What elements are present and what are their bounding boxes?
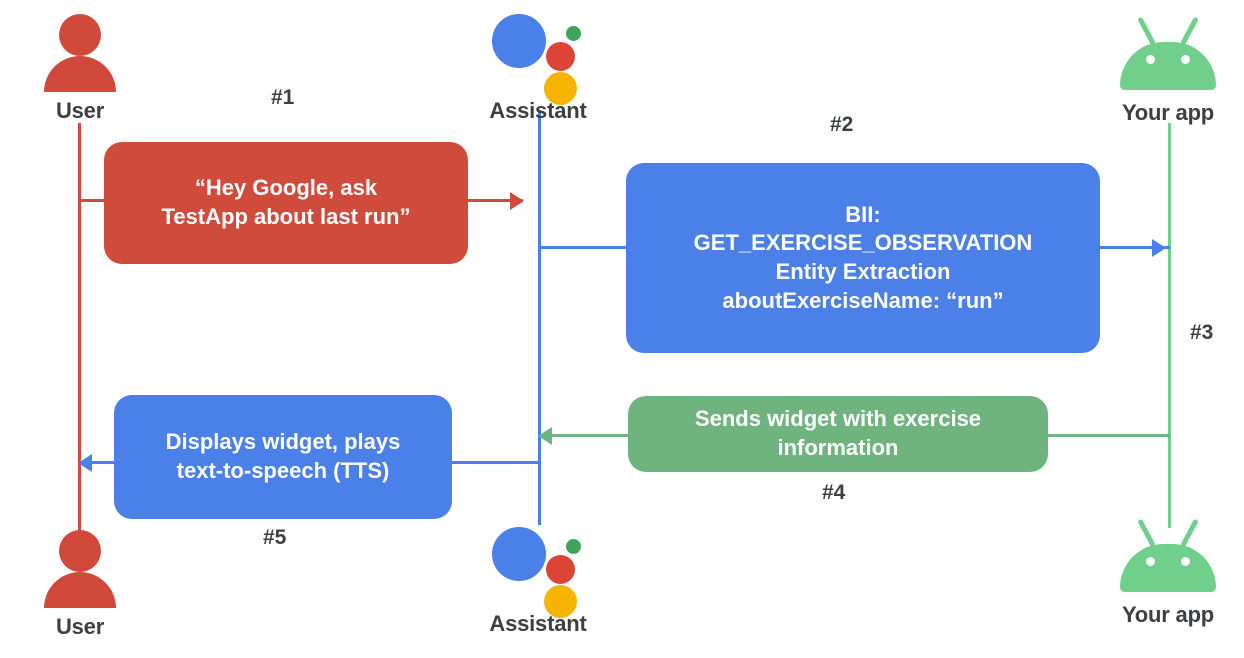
user-icon bbox=[44, 530, 116, 612]
message-line: information bbox=[777, 435, 899, 460]
android-icon bbox=[1116, 516, 1220, 600]
actor-label-user-bottom: User bbox=[55, 614, 105, 639]
arrowhead-app-to-assistant bbox=[538, 427, 552, 445]
assistant-icon bbox=[488, 523, 588, 618]
arrowhead-user-to-assistant bbox=[510, 192, 524, 210]
message-box-display-widget[interactable]: Displays widget, plays text-to-speech (T… bbox=[114, 395, 452, 519]
actor-label-user-top: User bbox=[55, 98, 105, 123]
actor-your-app-top: Your app bbox=[1088, 14, 1244, 126]
message-box-utterance[interactable]: “Hey Google, ask TestApp about last run” bbox=[104, 142, 468, 264]
message-line: aboutExerciseName: “run” bbox=[722, 287, 1004, 313]
actor-user-top: User bbox=[0, 14, 160, 124]
step-label-5: #5 bbox=[263, 526, 287, 549]
android-icon bbox=[1116, 14, 1220, 98]
message-line: text-to-speech (TTS) bbox=[176, 458, 390, 483]
user-icon bbox=[44, 14, 116, 96]
actor-label-assistant-bottom: Assistant bbox=[489, 611, 587, 636]
message-line: Sends widget with exercise bbox=[694, 406, 982, 432]
lifeline-your-app bbox=[1168, 123, 1171, 528]
message-line: “Hey Google, ask bbox=[194, 175, 378, 201]
assistant-icon bbox=[488, 10, 588, 105]
actor-label-assistant-top: Assistant bbox=[489, 98, 587, 123]
message-line: Entity Extraction bbox=[775, 259, 951, 284]
step-label-4: #4 bbox=[822, 481, 846, 504]
step-label-2: #2 bbox=[830, 113, 854, 136]
step-label-3: #3 bbox=[1190, 321, 1214, 344]
actor-user-bottom: User bbox=[0, 530, 160, 640]
message-line: Displays widget, plays bbox=[165, 429, 401, 455]
actor-label-your-app-top: Your app bbox=[1121, 100, 1215, 125]
actor-assistant-top: Assistant bbox=[458, 10, 618, 124]
message-line: GET_EXERCISE_OBSERVATION bbox=[693, 230, 1033, 256]
message-box-bii[interactable]: BII: GET_EXERCISE_OBSERVATION Entity Ext… bbox=[626, 163, 1100, 353]
message-line: BII: bbox=[845, 201, 881, 227]
arrowhead-assistant-to-app bbox=[1152, 239, 1166, 257]
arrowhead-assistant-to-user bbox=[78, 454, 92, 472]
message-box-widget-response[interactable]: Sends widget with exercise information bbox=[628, 396, 1048, 472]
actor-assistant-bottom: Assistant bbox=[458, 523, 618, 637]
step-label-1: #1 bbox=[271, 86, 295, 109]
lifeline-user bbox=[78, 123, 81, 538]
lifeline-assistant bbox=[538, 110, 541, 525]
message-line: TestApp about last run” bbox=[161, 204, 411, 229]
actor-label-your-app-bottom: Your app bbox=[1121, 602, 1215, 627]
actor-your-app-bottom: Your app bbox=[1088, 516, 1244, 628]
